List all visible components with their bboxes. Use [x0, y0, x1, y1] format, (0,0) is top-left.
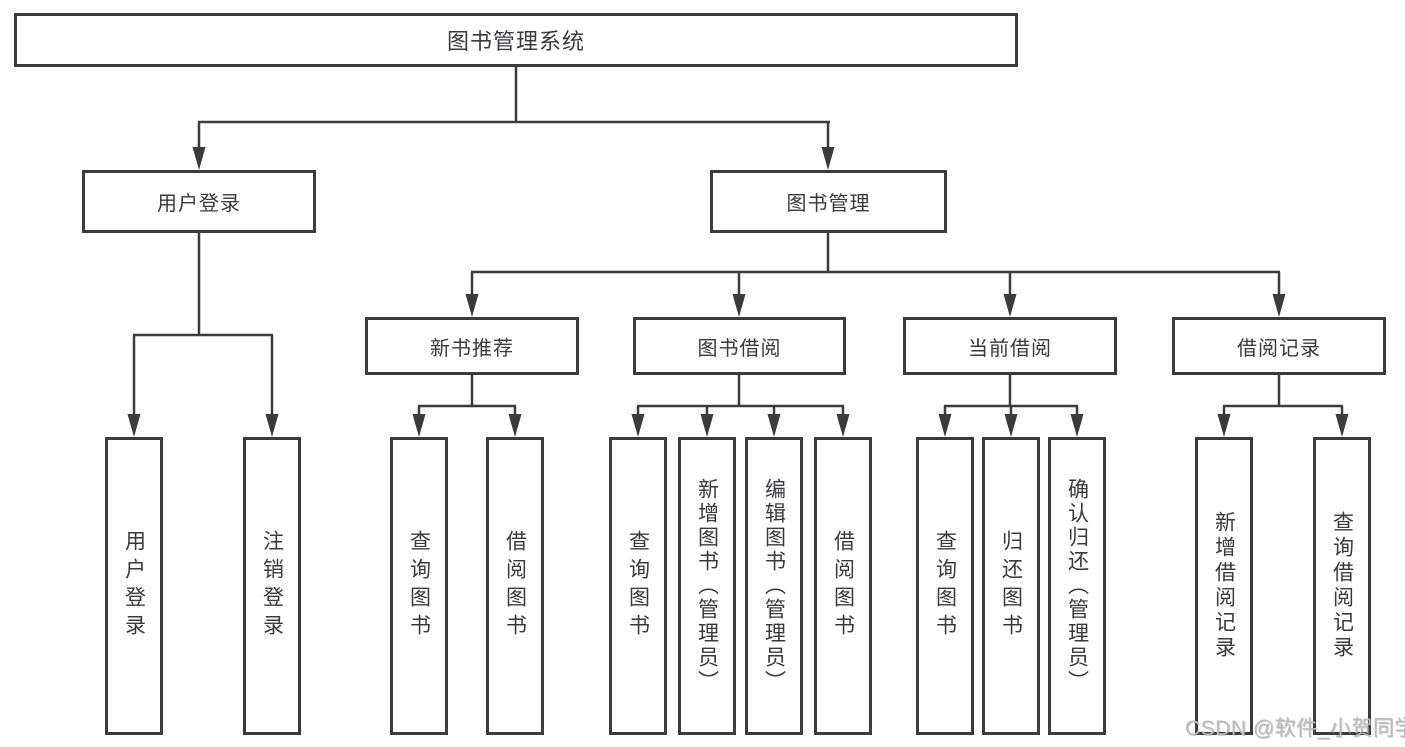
- leaf-label: 注销登录: [260, 530, 284, 642]
- arrow-down-icon: [127, 414, 141, 437]
- leaf-label: 新增借阅记录: [1212, 511, 1236, 661]
- arrow-down-icon: [508, 414, 522, 437]
- arrow-down-icon: [1004, 414, 1018, 437]
- leaf-confirm-return-admin: 确认归还（管理员）: [1048, 437, 1106, 735]
- arrow-down-icon: [265, 414, 279, 437]
- arrow-down-icon: [732, 294, 746, 317]
- leaf-borrow-books: 借阅图书: [814, 437, 872, 735]
- node-label: 借阅记录: [1237, 337, 1321, 360]
- node-current-borrow: 当前借阅: [903, 317, 1117, 375]
- leaf-label: 借阅图书: [831, 530, 855, 642]
- leaf-add-borrow-record: 新增借阅记录: [1195, 437, 1253, 735]
- node-borrow-records: 借阅记录: [1172, 317, 1386, 375]
- node-label: 新书推荐: [430, 337, 514, 360]
- arrow-down-icon: [1272, 294, 1286, 317]
- node-library-management-system: 图书管理系统: [14, 13, 1018, 67]
- leaf-label: 确认归还（管理员）: [1065, 478, 1089, 694]
- node-label: 图书管理: [786, 193, 871, 215]
- leaf-logout: 注销登录: [243, 437, 301, 735]
- leaf-label: 用户登录: [122, 530, 146, 642]
- arrow-down-icon: [192, 147, 206, 170]
- leaf-label: 查询图书: [407, 530, 431, 642]
- arrow-down-icon: [1070, 414, 1084, 437]
- leaf-label: 查询图书: [933, 530, 957, 642]
- leaf-query-books-recommend: 查询图书: [390, 437, 448, 735]
- node-label: 图书借阅: [697, 337, 782, 360]
- arrow-down-icon: [465, 294, 479, 317]
- arrow-down-icon: [631, 414, 645, 437]
- arrow-down-icon: [1335, 414, 1349, 437]
- arrow-down-icon: [1217, 414, 1231, 437]
- leaf-label: 借阅图书: [503, 530, 527, 642]
- arrow-down-icon: [821, 147, 835, 170]
- arrow-down-icon: [836, 414, 850, 437]
- arrow-down-icon: [767, 414, 781, 437]
- leaf-query-books-current: 查询图书: [916, 437, 974, 735]
- node-label: 当前借阅: [968, 337, 1052, 360]
- leaf-user-login: 用户登录: [105, 437, 163, 735]
- leaf-label: 查询图书: [626, 530, 650, 642]
- arrow-down-icon: [412, 414, 426, 437]
- leaf-add-books-admin: 新增图书（管理员）: [678, 437, 736, 735]
- arrow-down-icon: [700, 414, 714, 437]
- leaf-edit-books-admin: 编辑图书（管理员）: [745, 437, 803, 735]
- arrow-down-icon: [1003, 294, 1017, 317]
- leaf-query-books-borrow: 查询图书: [609, 437, 667, 735]
- node-book-management: 图书管理: [710, 170, 947, 233]
- leaf-borrow-books-recommend: 借阅图书: [486, 437, 544, 735]
- node-label: 图书管理系统: [446, 29, 585, 54]
- node-new-book-recommend: 新书推荐: [365, 317, 579, 375]
- leaf-label: 归还图书: [999, 530, 1023, 642]
- csdn-watermark: CSDN @软件_小贺同学: [1185, 717, 1405, 740]
- node-book-borrow: 图书借阅: [633, 317, 846, 375]
- arrow-down-icon: [938, 414, 952, 437]
- leaf-label: 查询借阅记录: [1330, 511, 1354, 661]
- leaf-return-books: 归还图书: [982, 437, 1040, 735]
- node-label: 用户登录: [157, 193, 241, 215]
- leaf-query-borrow-record: 查询借阅记录: [1313, 437, 1371, 735]
- leaf-label: 编辑图书（管理员）: [762, 478, 786, 694]
- node-user-login: 用户登录: [82, 170, 316, 233]
- leaf-label: 新增图书（管理员）: [695, 478, 719, 694]
